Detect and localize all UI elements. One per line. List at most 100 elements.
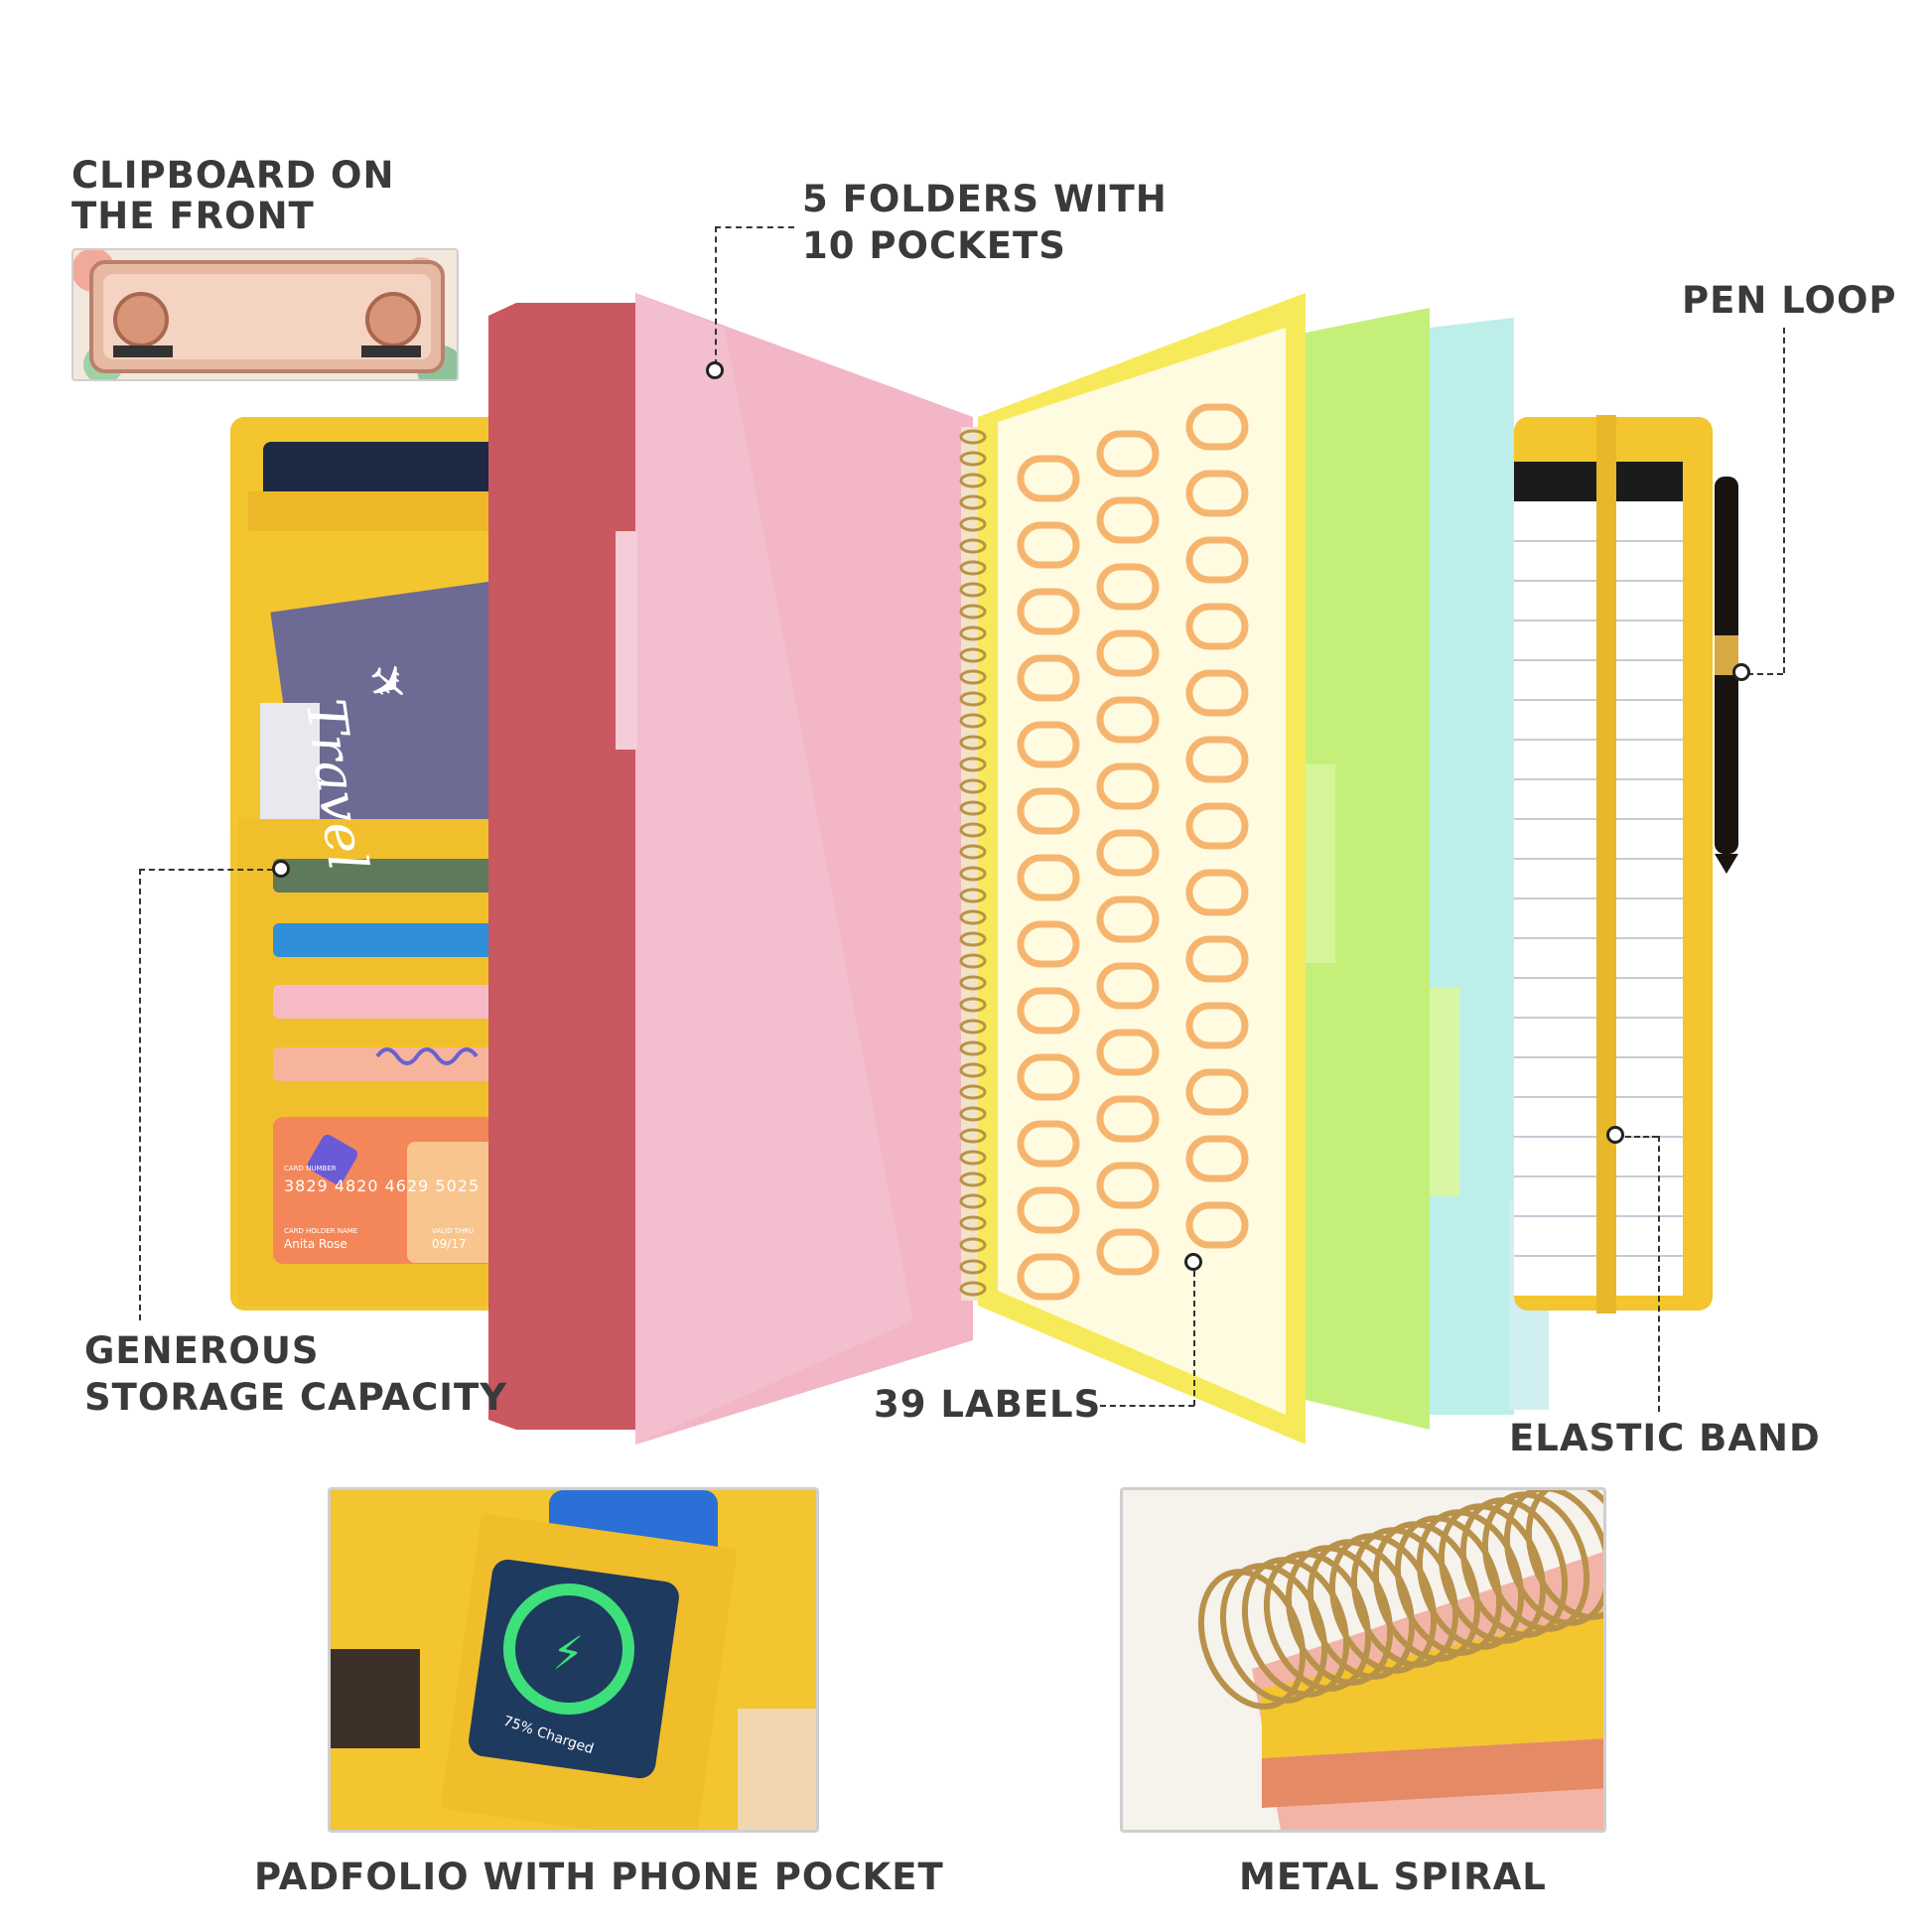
label-sticker — [1185, 403, 1249, 451]
spiral-ring — [959, 494, 987, 510]
pen-loop-callout-line-h — [1747, 673, 1783, 675]
folders-callout-dot — [706, 361, 724, 379]
spiral-ring — [1350, 1527, 1459, 1668]
spiral-ring — [959, 778, 987, 794]
pen-icon — [1715, 477, 1738, 874]
elastic-band-label: ELASTIC BAND — [1509, 1417, 1821, 1459]
spiral-ring — [959, 625, 987, 641]
card-expiry-caption: VALID THRU — [432, 1227, 475, 1235]
card-holder: Anita Rose — [284, 1237, 347, 1251]
label-sticker — [1096, 1228, 1160, 1276]
phone-pocket-image — [328, 1487, 819, 1833]
spiral-ring — [959, 1281, 987, 1297]
labels-callout-line — [1100, 1405, 1194, 1407]
folders-label-line2: 10 POCKETS — [802, 224, 1066, 268]
spiral-ring — [959, 1237, 987, 1253]
label-sticker — [1185, 603, 1249, 650]
label-sticker — [1185, 935, 1249, 983]
label-sticker — [1185, 536, 1249, 584]
folders-label: 5 FOLDERS WITH 10 POCKETS — [802, 179, 1168, 267]
spiral-ring — [959, 1019, 987, 1035]
spiral-ring — [1481, 1491, 1590, 1632]
label-sticker — [1017, 588, 1080, 635]
clipboard-label-line1: CLIPBOARD ON — [71, 154, 395, 197]
card-holder-caption: CARD HOLDER NAME — [284, 1227, 358, 1235]
storage-label-line1: GENEROUS — [84, 1329, 320, 1372]
label-sticker — [1096, 629, 1160, 677]
spiral-ring — [959, 1172, 987, 1187]
spiral-ring — [959, 451, 987, 467]
label-sticker — [1017, 987, 1080, 1035]
spiral-ring — [1263, 1551, 1372, 1692]
spiral-ring — [959, 1150, 987, 1166]
label-sticker — [1017, 787, 1080, 835]
label-sticker — [1096, 696, 1160, 744]
label-sticker — [1017, 721, 1080, 768]
spiral-ring — [959, 1128, 987, 1144]
elastic-callout-line — [1658, 1136, 1660, 1412]
labels-count-label: 39 LABELS — [874, 1383, 1102, 1426]
spiral-ring — [959, 866, 987, 882]
spiral-ring — [959, 1215, 987, 1231]
label-sticker — [1096, 430, 1160, 478]
spiral-ring — [959, 1193, 987, 1209]
spiral-ring — [959, 538, 987, 554]
label-sticker — [1185, 1135, 1249, 1182]
spiral-ring — [1241, 1557, 1350, 1698]
spiral-ring — [1197, 1569, 1307, 1710]
label-sticker — [1017, 920, 1080, 968]
storage-callout-dot — [272, 860, 290, 878]
storage-callout-line-h — [139, 869, 273, 871]
spiral-ring — [959, 909, 987, 925]
pen-loop-callout-dot — [1732, 663, 1750, 681]
spiral-ring — [959, 1040, 987, 1056]
label-sticker — [1096, 563, 1160, 611]
spiral-ring — [959, 800, 987, 816]
spiral-ring — [959, 560, 987, 576]
label-sticker — [1096, 829, 1160, 877]
card-expiry: 09/17 — [432, 1237, 467, 1251]
label-sticker — [1185, 1002, 1249, 1049]
spiral-ring — [1372, 1521, 1481, 1662]
phone-pocket-label: PADFOLIO WITH PHONE POCKET — [254, 1856, 944, 1898]
label-sticker — [1017, 521, 1080, 569]
label-sticker — [1017, 654, 1080, 702]
spiral-ring — [959, 582, 987, 598]
phone-pocket-illustration — [331, 1490, 816, 1830]
storage-label-line2: STORAGE CAPACITY — [84, 1376, 508, 1420]
spiral-ring — [1394, 1515, 1503, 1656]
spiral-ring — [1416, 1509, 1525, 1650]
spiral-ring — [959, 1106, 987, 1122]
spiral-ring — [959, 713, 987, 729]
labels-callout-line-v — [1193, 1271, 1195, 1406]
label-sticker — [1096, 1162, 1160, 1209]
clipboard-image — [71, 248, 459, 381]
spiral-ring — [1459, 1497, 1569, 1638]
label-sticker — [1096, 1029, 1160, 1076]
spiral-ring — [1328, 1533, 1438, 1674]
spiral-ring — [1503, 1490, 1603, 1626]
metal-spiral-label: METAL SPIRAL — [1239, 1856, 1547, 1898]
spiral-ring — [959, 669, 987, 685]
folders-callout-line — [715, 226, 794, 228]
storage-callout-line — [139, 869, 141, 1320]
label-sticker — [1096, 962, 1160, 1010]
label-sticker — [1017, 455, 1080, 502]
spiral-ring — [959, 822, 987, 838]
label-sticker — [1185, 1068, 1249, 1116]
elastic-callout-line-h — [1616, 1136, 1658, 1138]
spiral-ring — [959, 735, 987, 751]
spiral-ring — [959, 1084, 987, 1100]
label-sticker — [1017, 854, 1080, 901]
spiral-ring — [959, 473, 987, 488]
spiral-ring — [959, 953, 987, 969]
spiral-ring — [959, 844, 987, 860]
label-sticker — [1185, 736, 1249, 783]
pen-loop-label: PEN LOOP — [1682, 279, 1897, 322]
spiral-ring — [1525, 1490, 1603, 1620]
label-sticker — [1096, 896, 1160, 943]
label-sticker — [1185, 869, 1249, 916]
